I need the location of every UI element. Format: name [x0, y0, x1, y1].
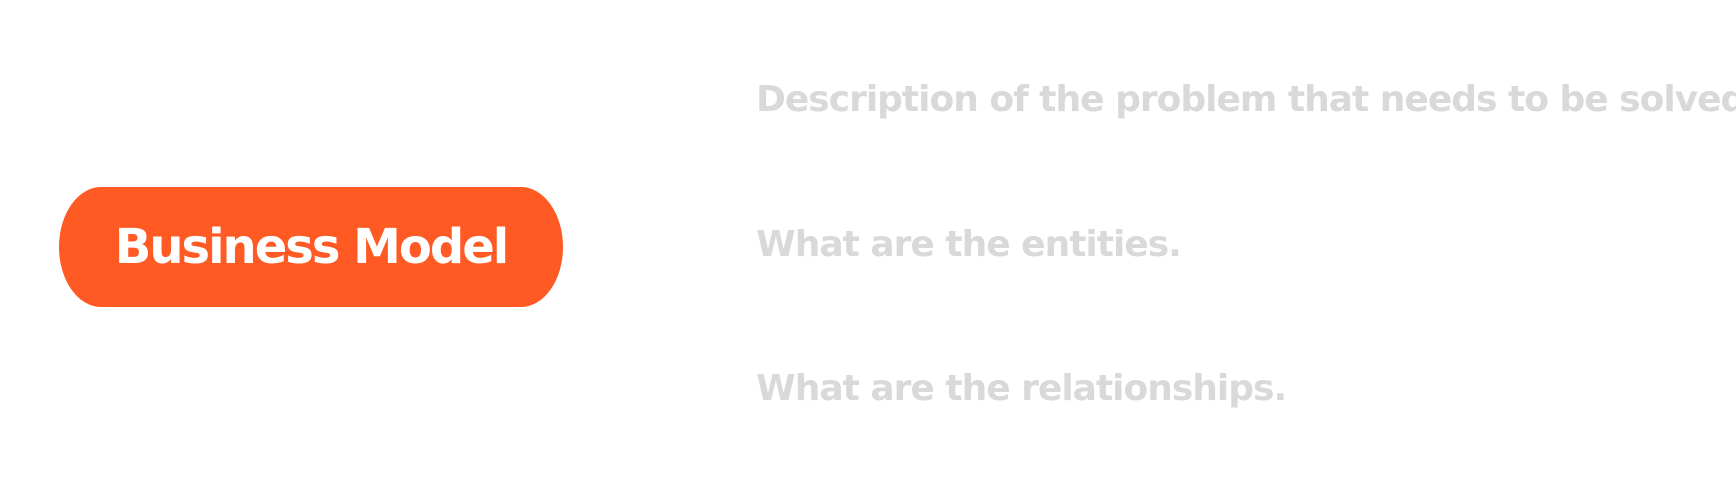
relationships-description: What are the relationships. [756, 368, 1287, 409]
entities-description: What are the entities. [756, 224, 1182, 265]
business-model-node: Business Model [59, 187, 563, 307]
description-list: Description of the problem that needs to… [756, 0, 1736, 492]
problem-description: Description of the problem that needs to… [756, 79, 1736, 120]
business-model-label: Business Model [114, 219, 509, 275]
